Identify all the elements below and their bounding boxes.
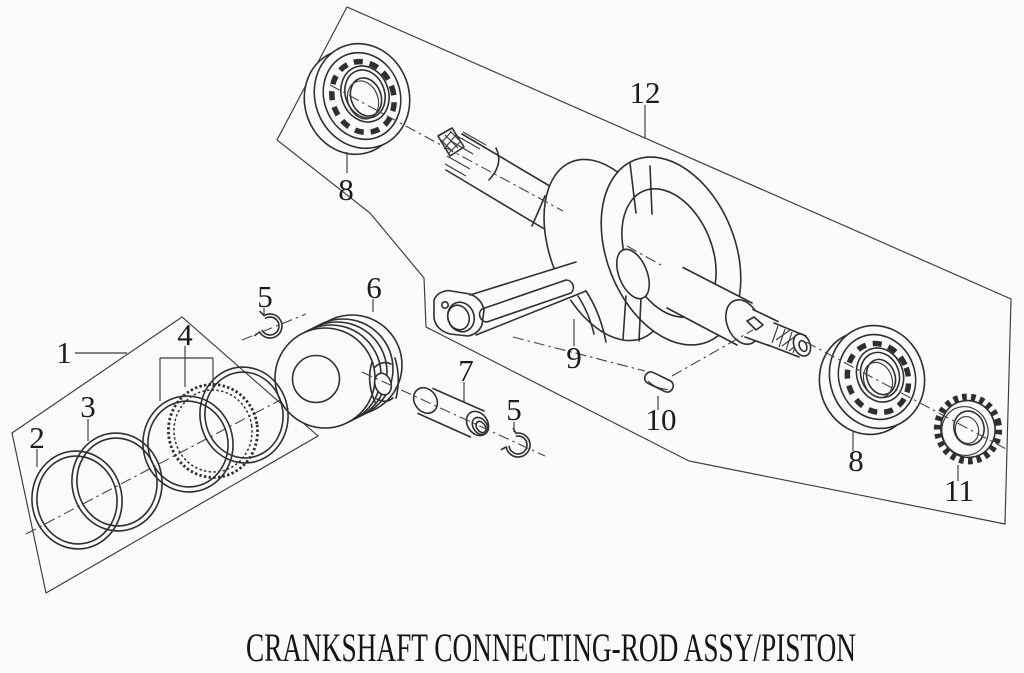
web-spoke-top bbox=[629, 162, 653, 215]
left-shaft-knurled-tip bbox=[437, 127, 465, 157]
piston bbox=[274, 314, 403, 429]
connecting-rod bbox=[433, 261, 607, 343]
callout-9: 9 bbox=[566, 340, 582, 375]
sprocket-teeth bbox=[933, 393, 1003, 465]
rod-big-end-arc bbox=[585, 290, 607, 343]
piston-pin-hole bbox=[373, 372, 393, 396]
callout-2: 2 bbox=[29, 420, 45, 455]
clip-groove-top bbox=[374, 361, 392, 368]
rod-beam-bottom bbox=[475, 290, 587, 336]
pin-boss-left-arc bbox=[368, 361, 376, 403]
bracket-4 bbox=[159, 357, 214, 401]
bearing-balls bbox=[844, 340, 912, 416]
ring-4-rail-2 bbox=[199, 366, 289, 464]
callout-10: 10 bbox=[646, 402, 677, 437]
rod-beam-top bbox=[469, 261, 577, 296]
crank-pin-hub bbox=[615, 248, 651, 300]
timing-sprocket bbox=[933, 393, 1003, 465]
piston-ring-set-box bbox=[11, 316, 319, 594]
ring-2 bbox=[31, 450, 123, 550]
ring-3 bbox=[71, 432, 163, 532]
ring-set-centerline bbox=[25, 378, 321, 535]
rod-oil-hole bbox=[440, 300, 449, 309]
piston-ring-set bbox=[31, 366, 289, 550]
bearing-left bbox=[303, 42, 411, 156]
crank-centerline-left bbox=[329, 84, 564, 212]
bearing-right bbox=[818, 324, 926, 436]
piston-crown bbox=[274, 327, 376, 429]
left-shaft-fill bbox=[446, 134, 575, 236]
callout-4: 4 bbox=[177, 317, 193, 352]
pin-centerline bbox=[361, 371, 546, 457]
piston-pin bbox=[412, 386, 490, 438]
right-shaft bbox=[666, 266, 812, 358]
key-align-line-right bbox=[671, 329, 754, 377]
callout-8-right: 8 bbox=[848, 443, 864, 478]
clip-groove-bottom bbox=[376, 397, 394, 403]
callout-8-left: 8 bbox=[338, 172, 354, 207]
callout-11: 11 bbox=[944, 473, 974, 508]
left-shaft-splines bbox=[444, 131, 500, 181]
web-spoke-bottom bbox=[622, 295, 642, 342]
crankshaft bbox=[433, 127, 812, 358]
ring-4-rail-1 bbox=[142, 395, 234, 493]
crankshaft-assembly-box bbox=[276, 6, 1012, 525]
left-shaft-step bbox=[531, 195, 546, 227]
piston-pin-clip-right bbox=[500, 427, 531, 458]
diagram-title: CRANKSHAFT CONNECTING-ROD ASSY/PISTON bbox=[246, 625, 856, 670]
piston-pin-clip-left bbox=[254, 310, 283, 339]
callout-5-left: 5 bbox=[257, 279, 273, 314]
callout-12: 12 bbox=[630, 75, 661, 110]
rod-beam-slot bbox=[478, 279, 575, 323]
callout-7: 7 bbox=[458, 353, 474, 388]
ring-4-expander bbox=[167, 383, 259, 479]
rod-big-end-inner-arc bbox=[577, 295, 595, 335]
callout-6: 6 bbox=[366, 270, 382, 305]
threaded-tip bbox=[767, 322, 812, 358]
callout-1: 1 bbox=[56, 335, 72, 370]
pin-boss-right-arc bbox=[394, 357, 400, 399]
crank-centerline-right bbox=[805, 341, 1009, 451]
left-shaft-bottom-edge bbox=[445, 169, 557, 237]
callout-3: 3 bbox=[80, 389, 96, 424]
piston-crown-dome bbox=[291, 354, 341, 404]
leader-lines bbox=[36, 105, 959, 481]
bearing-balls bbox=[329, 58, 397, 136]
woodruff-key bbox=[643, 371, 675, 393]
crank-centerline-mid bbox=[626, 245, 662, 266]
keyway-slot bbox=[746, 316, 764, 331]
callout-5-right: 5 bbox=[506, 392, 522, 427]
key-align-line-left bbox=[512, 336, 646, 372]
